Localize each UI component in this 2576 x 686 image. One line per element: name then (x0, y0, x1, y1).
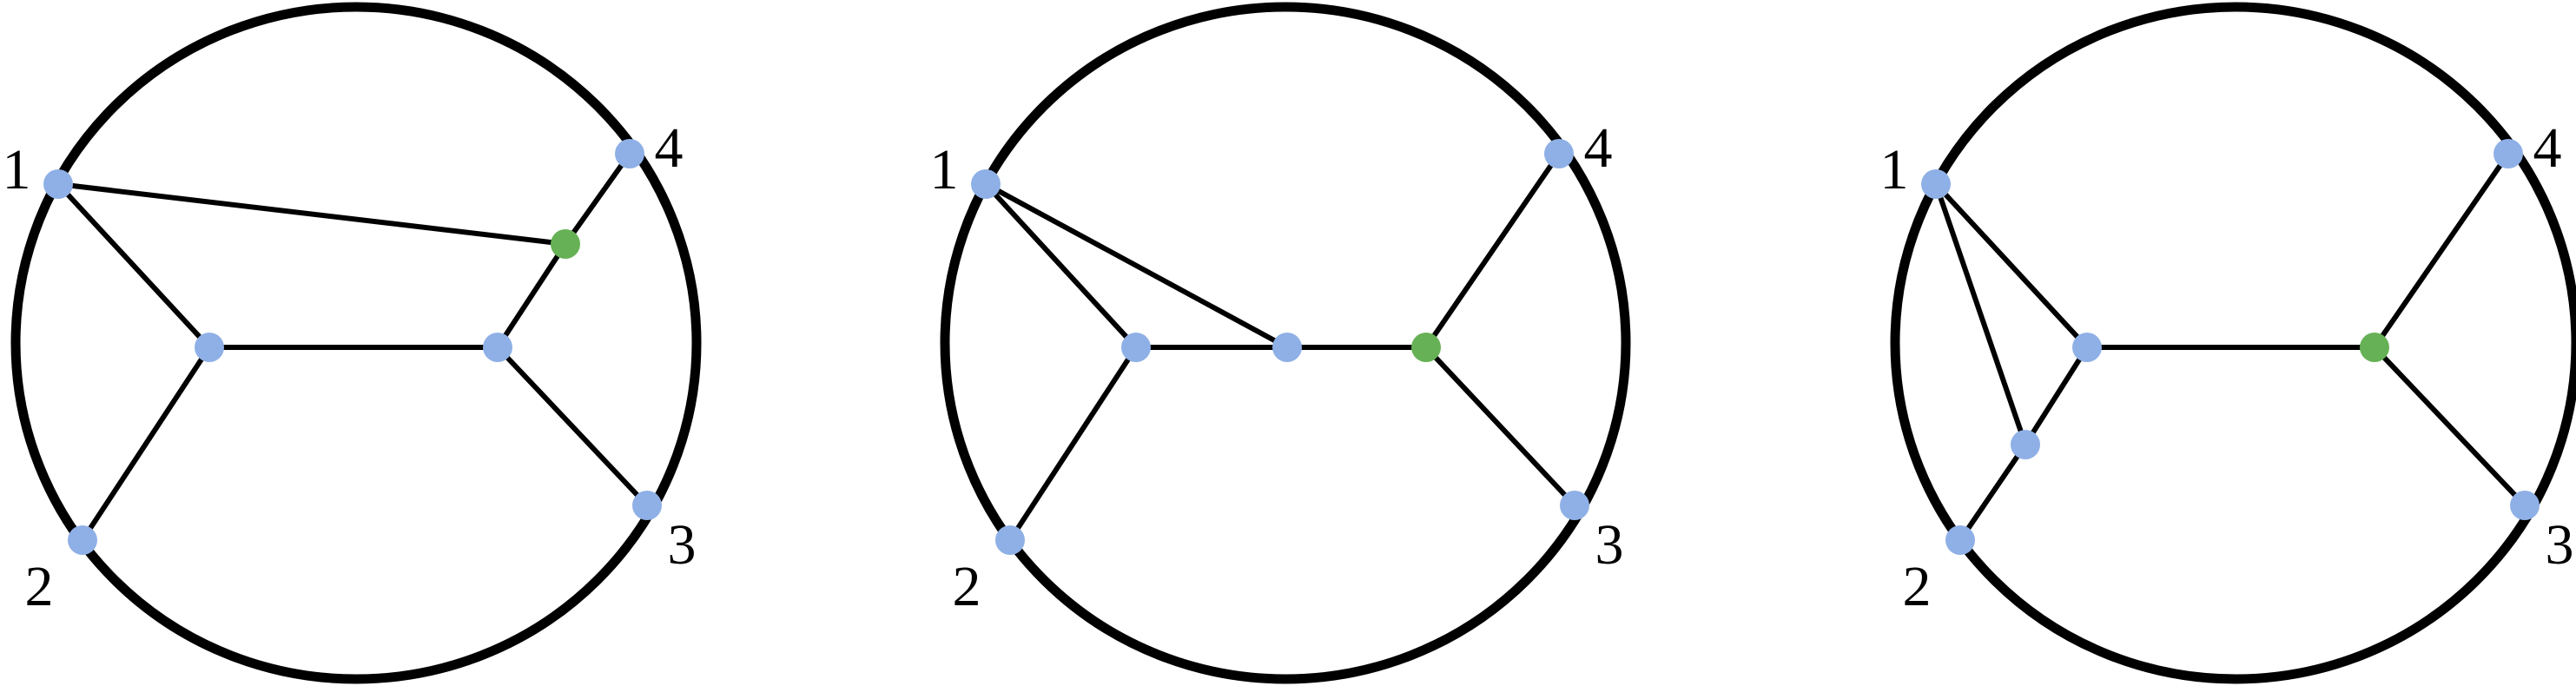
edge-a-c (2023, 345, 2090, 447)
blue-vertex-a (1121, 333, 1151, 362)
external-label-1: 1 (930, 138, 959, 201)
diagram-2: 1 2 3 4 (930, 2, 1631, 684)
blue-vertex-e1 (43, 169, 73, 199)
edge-e1-a (983, 181, 1139, 350)
blue-vertex-e2 (1945, 525, 1975, 555)
external-label-2: 2 (953, 555, 981, 618)
diagram-1: 1 2 3 4 (3, 2, 702, 684)
external-label-4: 4 (2533, 116, 2562, 180)
outer-circle (1890, 2, 2576, 684)
external-label-1: 1 (3, 138, 31, 201)
blue-vertex-e4 (615, 139, 644, 168)
edge-g-e4 (563, 151, 632, 247)
edge-g-e3 (2372, 345, 2527, 508)
edge-c-e2 (1958, 442, 2028, 543)
external-label-2: 2 (1903, 555, 1932, 618)
blue-vertex-a (195, 333, 224, 362)
edge-g-e3 (1423, 345, 1577, 508)
external-label-3: 3 (668, 513, 697, 577)
external-label-4: 4 (655, 116, 684, 180)
edge-g-e4 (1423, 151, 1562, 350)
blue-vertex-e4 (1544, 139, 1574, 168)
outer-circle (940, 2, 1631, 684)
edge-e1-m (983, 181, 1290, 350)
external-label-4: 4 (1584, 116, 1613, 180)
blue-vertex-e3 (2510, 491, 2540, 520)
edge-e2-a (80, 345, 212, 543)
blue-vertex-e3 (632, 491, 662, 520)
external-label-3: 3 (2546, 513, 2574, 577)
blue-vertex-e3 (1560, 491, 1589, 520)
edge-e1-g (56, 181, 568, 247)
blue-vertex-e1 (1921, 169, 1951, 199)
edge-e1-a (1933, 181, 2090, 350)
blue-vertex-c (2011, 430, 2040, 459)
edge-g-e4 (2372, 151, 2511, 350)
blue-vertex-m (1272, 333, 1302, 362)
green-vertex-g (2360, 333, 2389, 362)
edge-e1-a (56, 181, 212, 350)
external-label-2: 2 (25, 555, 54, 618)
external-label-1: 1 (1880, 138, 1909, 201)
green-vertex-g (1411, 333, 1441, 362)
blue-vertex-e1 (971, 169, 1001, 199)
edge-e1-c (1933, 181, 2028, 447)
external-label-3: 3 (1595, 513, 1624, 577)
edge-b-g (495, 241, 568, 350)
edge-b-e3 (495, 345, 650, 508)
blue-vertex-a (2072, 333, 2102, 362)
outer-circle (10, 2, 702, 684)
blue-vertex-b (483, 333, 512, 362)
blue-vertex-e2 (68, 525, 97, 555)
blue-vertex-e4 (2493, 139, 2523, 168)
blue-vertex-e2 (995, 525, 1025, 555)
diagram-3: 1 2 3 4 (1880, 2, 2576, 684)
green-vertex-g (551, 229, 580, 259)
edge-e2-a (1007, 345, 1139, 543)
